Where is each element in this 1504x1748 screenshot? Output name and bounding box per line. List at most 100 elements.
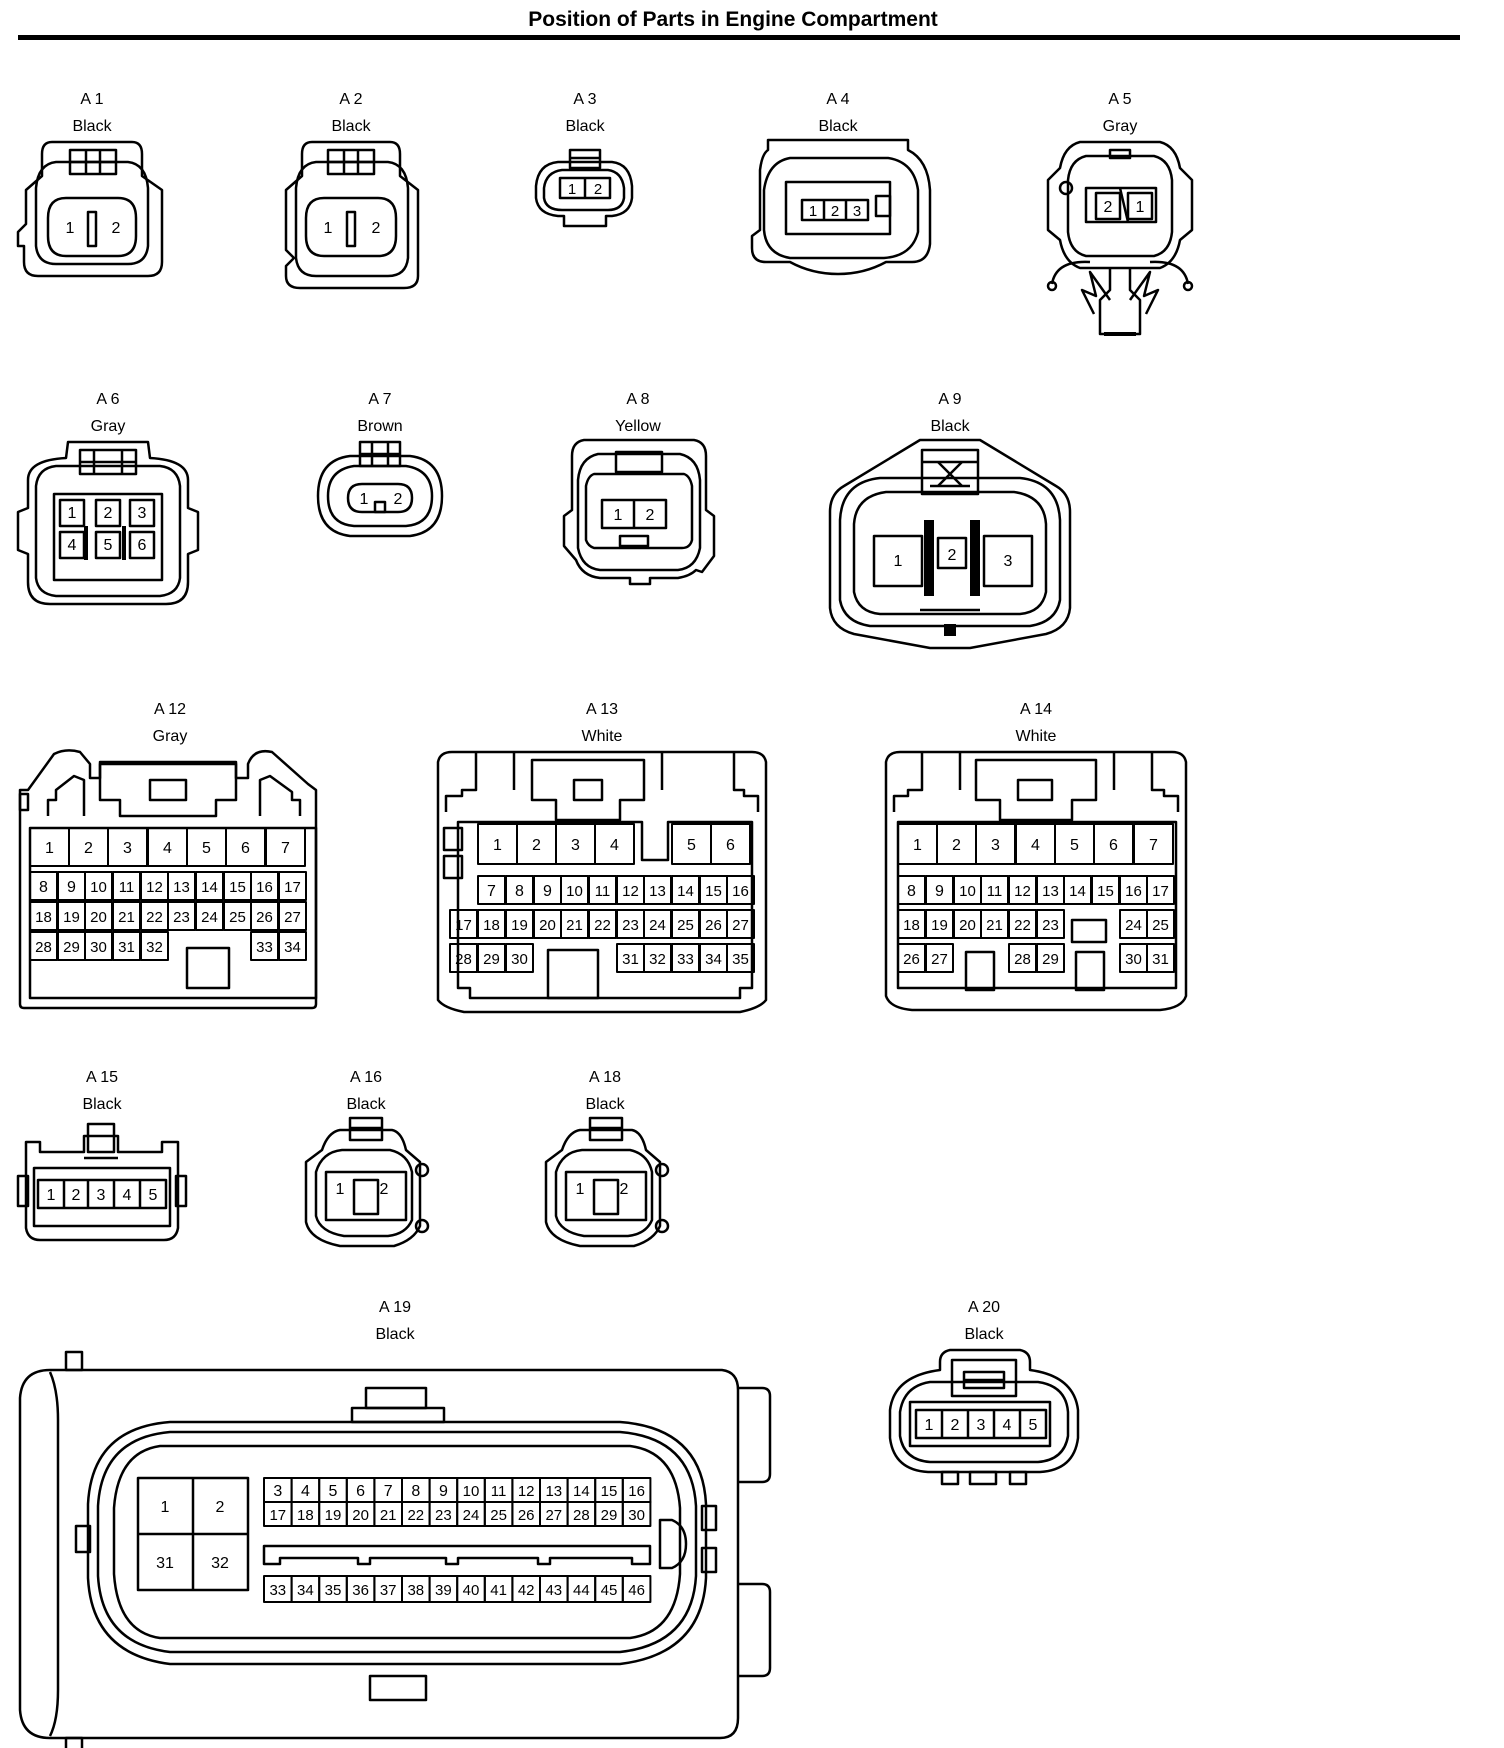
pin-label: 5 <box>149 1187 158 1204</box>
pin-cell <box>594 823 635 865</box>
connector-a12-color: Gray <box>153 728 188 745</box>
pin-label: 20 <box>90 909 107 926</box>
pin-label: 1 <box>360 491 369 508</box>
pin-label: 26 <box>903 951 920 968</box>
pin-label: 23 <box>435 1507 452 1524</box>
pin-label: 3 <box>97 1187 106 1204</box>
pin-label: 2 <box>394 491 403 508</box>
pin-cell <box>621 1501 652 1527</box>
pin-label: 17 <box>269 1507 286 1524</box>
pin-label: 1 <box>336 1181 345 1198</box>
pin-label: 33 <box>677 951 694 968</box>
connector-a19-id: A 19 <box>379 1299 411 1316</box>
connector-a20: A 20 Black 1 2 3 4 5 <box>888 1299 1080 1486</box>
connector-a13-color: White <box>582 728 623 745</box>
pin-label: 2 <box>112 220 121 237</box>
connector-a12-id: A 12 <box>154 701 186 718</box>
pin-label: 1 <box>809 203 817 220</box>
pin-label: 34 <box>284 939 301 956</box>
pin-label: 1 <box>925 1417 934 1434</box>
pin-label: 1 <box>324 220 333 237</box>
pin-label: 44 <box>573 1582 590 1599</box>
connector-a2-color: Black <box>331 118 371 135</box>
pin-label: 1 <box>66 220 75 237</box>
pin-label: 2 <box>372 220 381 237</box>
pin-label: 29 <box>63 939 80 956</box>
pin-label: 7 <box>1149 837 1158 854</box>
pin-label: 1 <box>45 840 54 857</box>
pin-label: 1 <box>68 505 77 522</box>
connector-a18-color: Black <box>585 1096 625 1113</box>
pin-label: 12 <box>146 879 163 896</box>
connector-a5-color: Gray <box>1103 118 1138 135</box>
pin-cell <box>710 823 751 865</box>
pin-label: 10 <box>90 879 107 896</box>
pin-label: 33 <box>269 1582 286 1599</box>
pin-label: 37 <box>380 1582 397 1599</box>
pin-cell <box>726 875 755 905</box>
pin-label: 9 <box>935 883 944 900</box>
pin-label: 16 <box>732 883 749 900</box>
pin-label: 35 <box>732 951 749 968</box>
pin-label: 32 <box>211 1555 229 1572</box>
connector-a16-color: Black <box>346 1096 386 1113</box>
pin-label: 30 <box>511 951 528 968</box>
pin-label: 2 <box>72 1187 81 1204</box>
pin-label: 7 <box>281 840 290 857</box>
pin-label: 32 <box>146 939 163 956</box>
pin-label: 12 <box>1014 883 1031 900</box>
pin-label: 3 <box>853 203 861 220</box>
pin-label: 19 <box>931 917 948 934</box>
connector-a6-color: Gray <box>91 418 126 435</box>
pin-label: 19 <box>511 917 528 934</box>
pin-label: 11 <box>119 879 135 896</box>
pin-label: 13 <box>545 1483 562 1500</box>
pin-label: 10 <box>463 1483 480 1500</box>
pin-label: 2 <box>646 507 655 524</box>
connector-a16: A 16 Black 1 2 <box>304 1069 430 1248</box>
pin-label: 40 <box>463 1582 480 1599</box>
connector-a1: A 1 Black 1 2 <box>16 91 164 278</box>
pin-label: 6 <box>138 537 147 554</box>
pin-label: 2 <box>1104 199 1113 216</box>
pin-label: 2 <box>84 840 93 857</box>
pin-label: 27 <box>732 917 749 934</box>
pin-label: 20 <box>959 917 976 934</box>
pin-label: 27 <box>284 909 301 926</box>
pin-label: 13 <box>1042 883 1059 900</box>
pin-label: 22 <box>1014 917 1031 934</box>
connector-a5-id: A 5 <box>1108 91 1131 108</box>
pin-label: 11 <box>595 883 611 900</box>
pin-label: 21 <box>986 917 1003 934</box>
pin-label: 12 <box>518 1483 535 1500</box>
pin-label: 14 <box>1069 883 1086 900</box>
pin-label: 30 <box>90 939 107 956</box>
connector-a4-color: Black <box>818 118 858 135</box>
connector-a15-color: Black <box>82 1096 122 1113</box>
pin-label: 2 <box>952 837 961 854</box>
pin-label: 27 <box>545 1507 562 1524</box>
pin-label: 5 <box>1029 1417 1038 1434</box>
connector-a3-id: A 3 <box>573 91 596 108</box>
pin-cell <box>505 943 534 973</box>
pin-label: 26 <box>705 917 722 934</box>
pin-label: 6 <box>726 837 735 854</box>
pin-label: 14 <box>573 1483 590 1500</box>
pin-label: 11 <box>987 883 1003 900</box>
pin-label: 21 <box>118 909 135 926</box>
pin-label: 8 <box>411 1483 420 1500</box>
pin-label: 2 <box>594 181 602 198</box>
connector-a7-color: Brown <box>357 418 402 435</box>
connector-a7: A 7 Brown 1 2 <box>316 391 444 538</box>
pin-label: 24 <box>1125 917 1142 934</box>
pin-label: 3 <box>991 837 1000 854</box>
pin-label: 18 <box>483 917 500 934</box>
pin-label: 18 <box>35 909 52 926</box>
pin-label: 29 <box>601 1507 618 1524</box>
pin-label: 38 <box>407 1582 424 1599</box>
pin-label: 46 <box>628 1582 645 1599</box>
pin-label: 18 <box>297 1507 314 1524</box>
pin-label: 6 <box>356 1483 365 1500</box>
